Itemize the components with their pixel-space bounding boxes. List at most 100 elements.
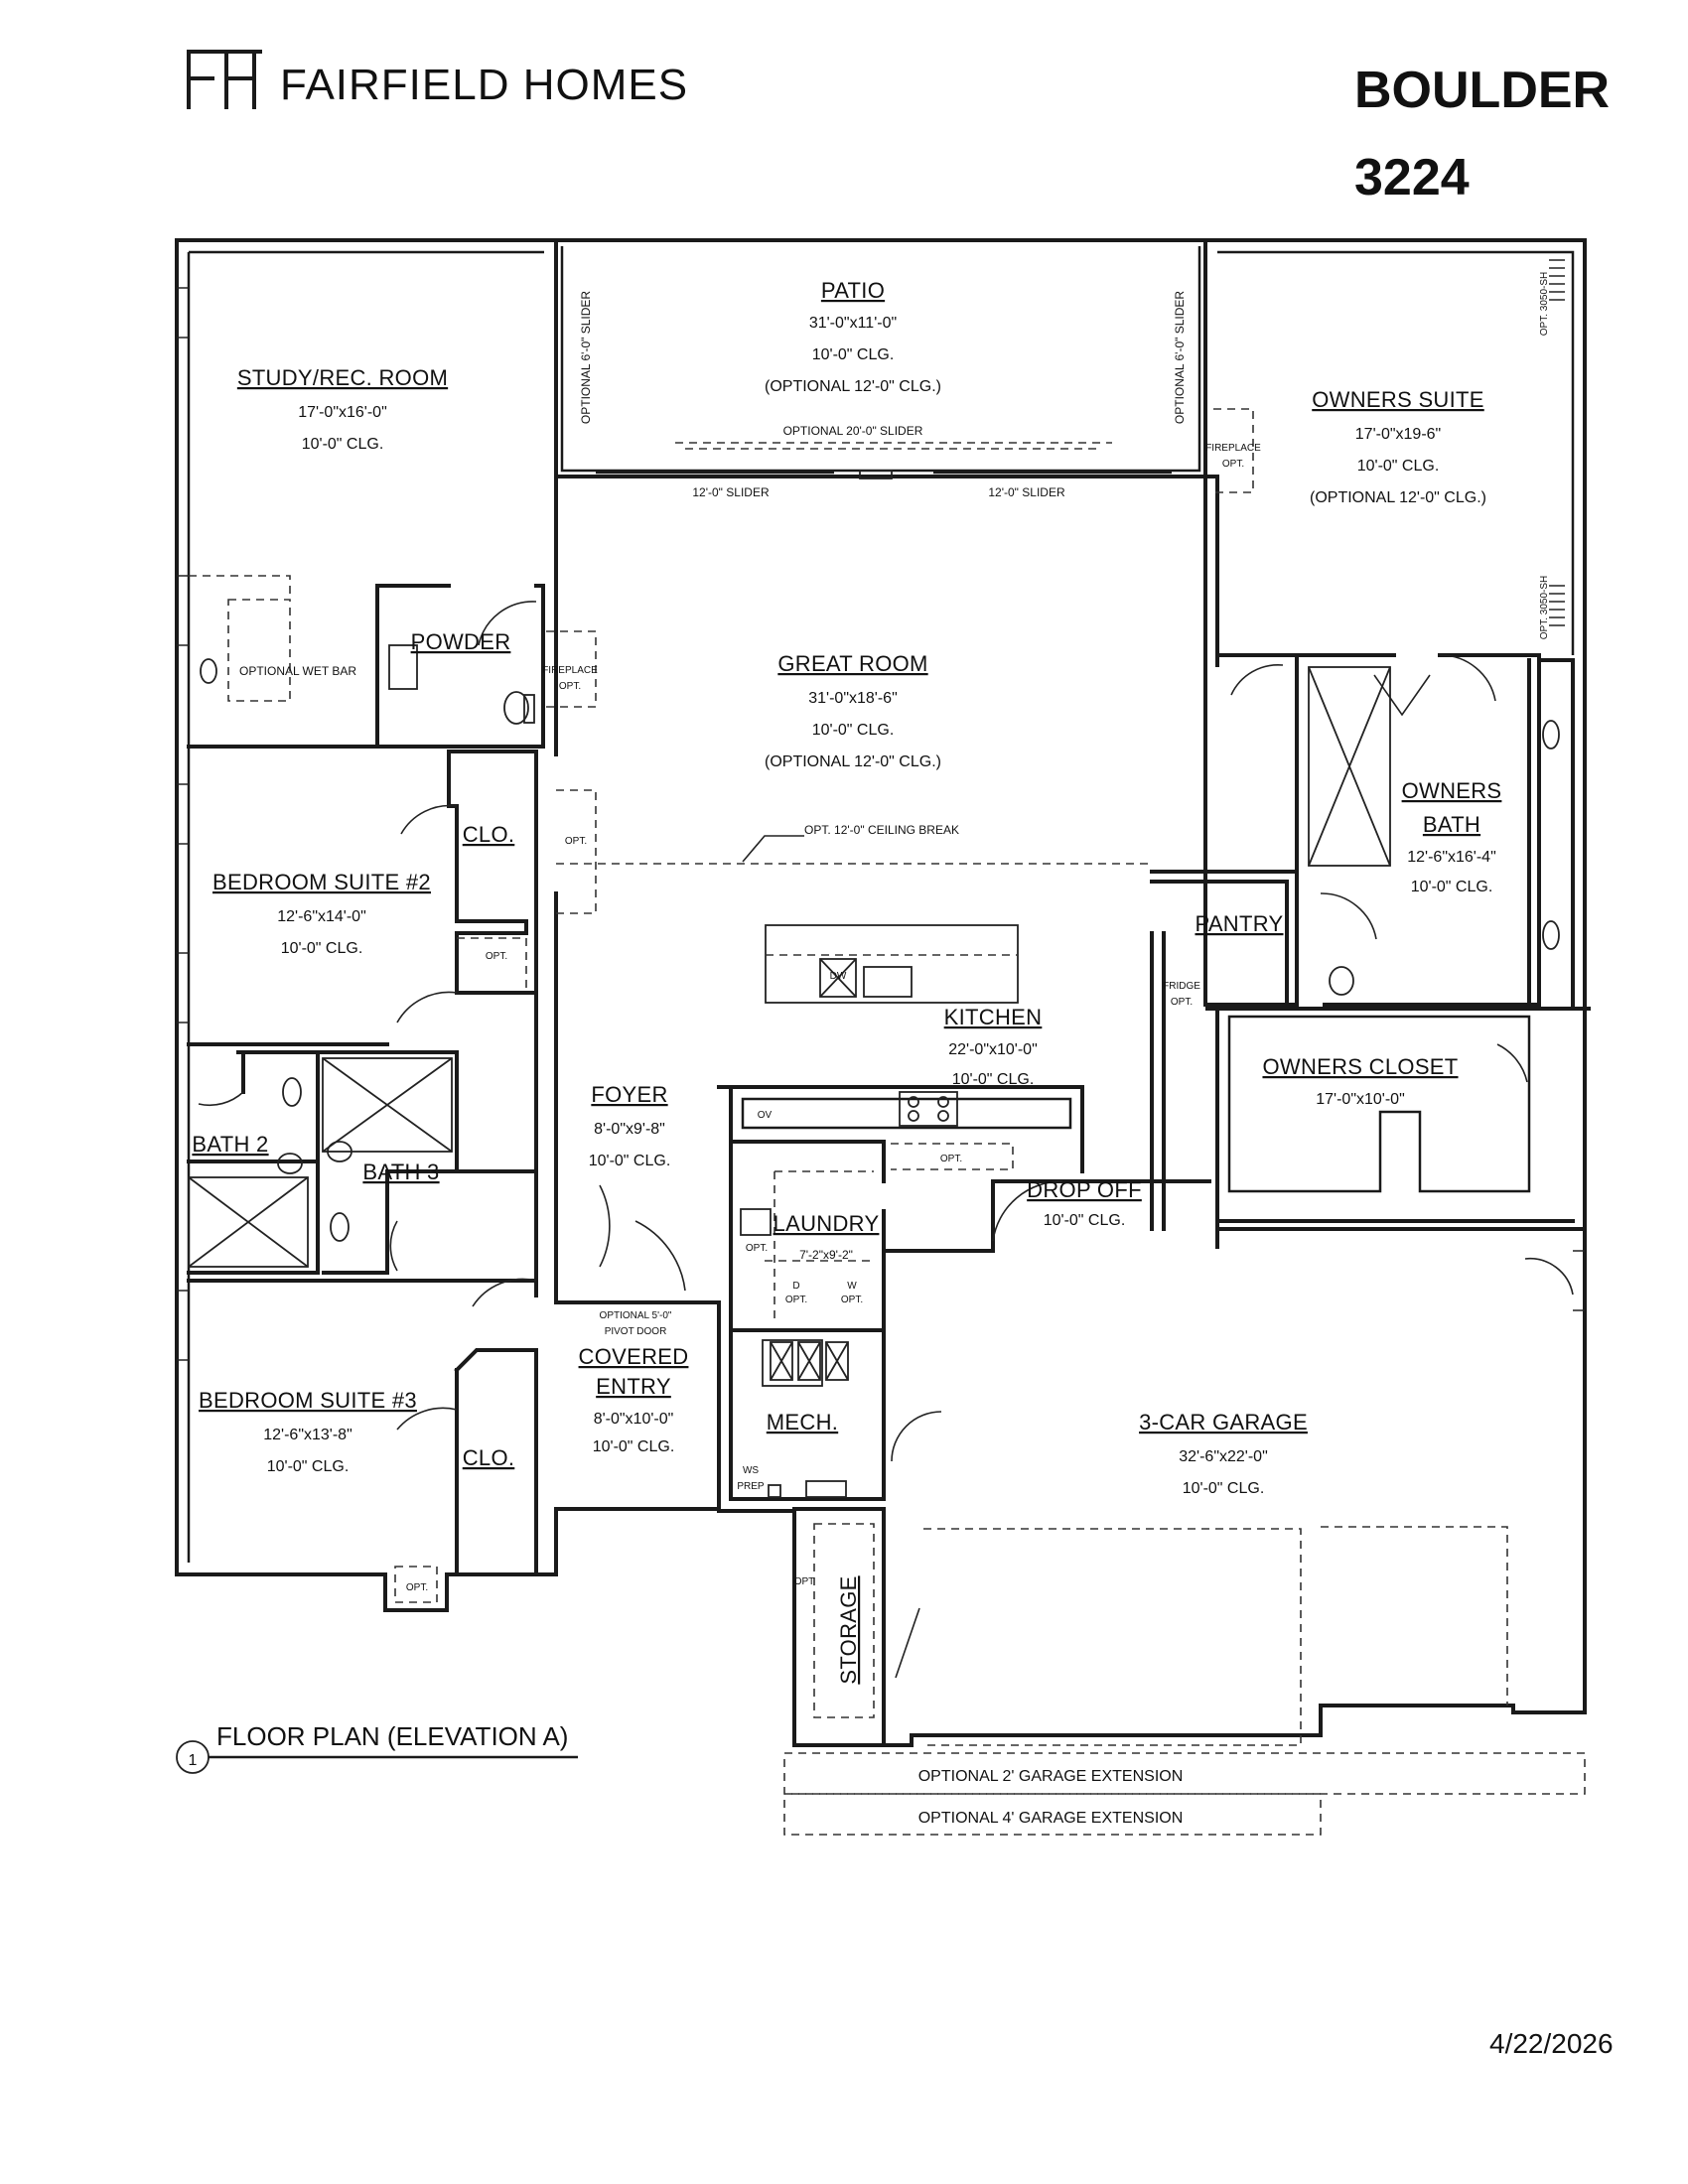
svg-text:32'-6"x22'-0": 32'-6"x22'-0" (1179, 1448, 1268, 1465)
room-name: OWNERS SUITE (1312, 387, 1484, 412)
interior-walls (187, 475, 1591, 1747)
svg-text:OPTIONAL 2' GARAGE EXTENSION: OPTIONAL 2' GARAGE EXTENSION (918, 1768, 1184, 1785)
svg-text:10'-0" CLG.: 10'-0" CLG. (1044, 1212, 1126, 1229)
room-laundry: LAUNDRY 7'-2"x9'-2" (774, 1211, 880, 1262)
caption-text: FLOOR PLAN (ELEVATION A) (216, 1721, 568, 1751)
mech-units (762, 1339, 849, 1498)
room-name: COVERED (579, 1344, 689, 1369)
svg-text:OPTIONAL WET BAR: OPTIONAL WET BAR (239, 664, 356, 678)
svg-text:8'-0"x10'-0": 8'-0"x10'-0" (594, 1411, 674, 1428)
room-name: FOYER (591, 1082, 667, 1107)
svg-text:OPTIONAL 6'-0" SLIDER: OPTIONAL 6'-0" SLIDER (579, 291, 593, 424)
svg-text:12'-6"x13'-8": 12'-6"x13'-8" (263, 1427, 352, 1443)
svg-text:OPT.: OPT. (565, 836, 587, 847)
room-owners-bath: OWNERS BATH 12'-6"x16'-4" 10'-0" CLG. (1402, 778, 1502, 895)
svg-text:BATH: BATH (1423, 812, 1480, 837)
svg-text:OPT.: OPT. (486, 951, 507, 962)
svg-text:OPT.: OPT. (785, 1295, 807, 1305)
brand-name: FAIRFIELD HOMES (280, 61, 688, 109)
svg-text:OPT. 3050-SH: OPT. 3050-SH (1539, 272, 1550, 336)
room-storage: STORAGE (836, 1575, 861, 1684)
plan-date: 4/22/2026 (1489, 2028, 1614, 2059)
svg-text:8'-0"x9'-8": 8'-0"x9'-8" (594, 1121, 665, 1138)
svg-text:OPT.: OPT. (1222, 459, 1244, 470)
room-bedroom-3: BEDROOM SUITE #3 12'-6"x13'-8" 10'-0" CL… (199, 1388, 417, 1475)
svg-text:10'-0" CLG.: 10'-0" CLG. (812, 722, 895, 739)
svg-text:17'-0"x10'-0": 17'-0"x10'-0" (1316, 1091, 1405, 1108)
svg-text:OPT.: OPT. (1171, 997, 1193, 1008)
svg-text:PREP: PREP (737, 1481, 765, 1492)
room-name: DROP OFF (1027, 1177, 1142, 1202)
svg-text:OPT: OPT (794, 1576, 815, 1587)
svg-text:10'-0" CLG.: 10'-0" CLG. (1411, 879, 1493, 895)
brand-logo (187, 50, 262, 109)
room-name: 3-CAR GARAGE (1139, 1410, 1308, 1434)
svg-text:31'-0"x11'-0": 31'-0"x11'-0" (809, 315, 897, 332)
svg-text:OPTIONAL 5'-0": OPTIONAL 5'-0" (600, 1310, 672, 1321)
room-name: PATIO (821, 278, 885, 303)
svg-text:10'-0" CLG.: 10'-0" CLG. (812, 346, 895, 363)
room-name: OWNERS (1402, 778, 1502, 803)
svg-text:OPT. 3050-SH: OPT. 3050-SH (1539, 576, 1550, 639)
svg-text:OPTIONAL 20'-0" SLIDER: OPTIONAL 20'-0" SLIDER (783, 424, 923, 438)
svg-text:10'-0" CLG.: 10'-0" CLG. (281, 940, 363, 957)
door-swings (198, 601, 1574, 1679)
room-name: GREAT ROOM (777, 651, 927, 676)
room-bedroom-2: BEDROOM SUITE #2 12'-6"x14'-0" 10'-0" CL… (212, 870, 431, 957)
svg-text:12'-6"x16'-4": 12'-6"x16'-4" (1407, 849, 1496, 866)
caption-number: 1 (189, 1752, 198, 1769)
svg-text:10'-0" CLG.: 10'-0" CLG. (1357, 458, 1440, 475)
room-owners-closet: OWNERS CLOSET 17'-0"x10'-0" (1262, 1054, 1458, 1108)
svg-text:WS: WS (743, 1465, 759, 1476)
svg-text:DW: DW (830, 971, 847, 982)
svg-text:7'-2"x9'-2": 7'-2"x9'-2" (799, 1248, 853, 1262)
svg-text:(OPTIONAL 12'-0" CLG.): (OPTIONAL 12'-0" CLG.) (1310, 489, 1486, 506)
room-pantry: PANTRY (1195, 911, 1283, 936)
plan-notes: OPTIONAL 6'-0" SLIDER OPTIONAL 6'-0" SLI… (239, 272, 1550, 1827)
svg-text:OPT.: OPT. (841, 1295, 863, 1305)
plan-number: 3224 (1354, 149, 1470, 206)
svg-text:12'-0" SLIDER: 12'-0" SLIDER (988, 485, 1065, 499)
room-closet-3: CLO. (463, 1445, 515, 1470)
room-name: BEDROOM SUITE #3 (199, 1388, 417, 1413)
room-closet-2: CLO. (463, 822, 515, 847)
svg-text:10'-0" CLG.: 10'-0" CLG. (593, 1438, 675, 1455)
fireplace-windows (1549, 259, 1565, 626)
svg-text:10'-0" CLG.: 10'-0" CLG. (952, 1071, 1035, 1088)
kitchen-island (765, 924, 1019, 1004)
room-study: STUDY/REC. ROOM 17'-0"x16'-0" 10'-0" CLG… (237, 365, 448, 453)
svg-text:OPT. 12'-0" CEILING BREAK: OPT. 12'-0" CEILING BREAK (804, 823, 959, 837)
svg-text:17'-0"x19-6": 17'-0"x19-6" (1355, 426, 1441, 443)
plan-name: BOULDER (1354, 62, 1610, 119)
svg-text:12'-6"x14'-0": 12'-6"x14'-0" (277, 908, 366, 925)
svg-text:10'-0" CLG.: 10'-0" CLG. (267, 1458, 350, 1475)
room-kitchen: KITCHEN 22'-0"x10'-0" 10'-0" CLG. (944, 1005, 1042, 1088)
patio-sliders (596, 442, 1172, 479)
svg-text:FIREPLACE: FIREPLACE (1205, 443, 1261, 454)
room-covered-entry: COVERED ENTRY 8'-0"x10'-0" 10'-0" CLG. (579, 1344, 689, 1455)
svg-text:10'-0" CLG.: 10'-0" CLG. (589, 1153, 671, 1169)
room-drop-off: DROP OFF 10'-0" CLG. (1027, 1177, 1142, 1229)
room-powder: POWDER (411, 629, 511, 654)
room-name: BEDROOM SUITE #2 (212, 870, 431, 894)
optional-dashed (189, 408, 1586, 1836)
room-foyer: FOYER 8'-0"x9'-8" 10'-0" CLG. (589, 1082, 671, 1169)
west-windows (177, 287, 1585, 1361)
svg-text:31'-0"x18'-6": 31'-0"x18'-6" (808, 690, 898, 707)
svg-text:(OPTIONAL 12'-0" CLG.): (OPTIONAL 12'-0" CLG.) (765, 378, 941, 395)
svg-text:OPT.: OPT. (406, 1582, 428, 1593)
room-name: STUDY/REC. ROOM (237, 365, 448, 390)
svg-text:17'-0"x16'-0": 17'-0"x16'-0" (298, 404, 387, 421)
room-patio: PATIO 31'-0"x11'-0" 10'-0" CLG. (OPTIONA… (765, 278, 941, 395)
room-bath-2: BATH 2 (192, 1132, 268, 1157)
room-garage: 3-CAR GARAGE 32'-6"x22'-0" 10'-0" CLG. (1139, 1410, 1308, 1497)
svg-text:D: D (792, 1281, 799, 1292)
room-bath-3: BATH 3 (362, 1160, 439, 1184)
svg-text:FIREPLACE: FIREPLACE (542, 665, 598, 676)
svg-text:OPT.: OPT. (746, 1243, 768, 1254)
svg-text:10'-0" CLG.: 10'-0" CLG. (1183, 1480, 1265, 1497)
plan-caption: 1 FLOOR PLAN (ELEVATION A) (176, 1721, 578, 1774)
svg-text:FRIDGE: FRIDGE (1163, 981, 1200, 992)
laundry-sink (740, 1208, 772, 1236)
